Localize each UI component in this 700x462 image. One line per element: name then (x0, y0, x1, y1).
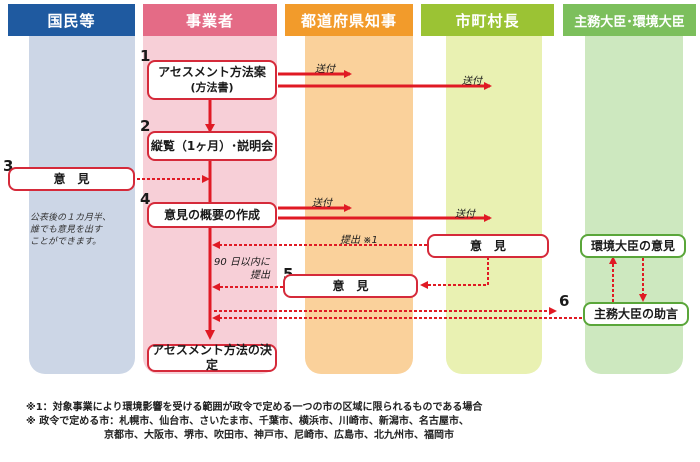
method-plan-title: アセスメント方法案 (158, 65, 266, 79)
lane-header-mayor: 市町村長 (421, 4, 554, 36)
send-label-governor-2: 送付 (312, 198, 332, 209)
step-number-2: 2 (140, 117, 151, 135)
lane-header-citizens: 国民等 (8, 4, 135, 36)
minister-advice-box: 主務大臣の助言 (583, 302, 689, 326)
governor-opinion-box: 意 見 (283, 274, 418, 298)
within-90-days-label: 90 日以内に (214, 257, 270, 268)
main-flow-arrow-1 (205, 124, 215, 133)
mayor-opinion-box: 意 見 (427, 234, 549, 258)
review-box: 縦覧（1ヶ月）･説明会 (147, 131, 277, 161)
citizens-note: 公表後の１カ月半、 誰でも意見を出す ことができます。 (30, 212, 134, 248)
method-plan-subtitle: (方法書) (190, 81, 234, 94)
footnote-3: 京都市、大阪市、堺市、吹田市、神戸市、尼崎市、広島市、北九州市、福岡市 (104, 430, 454, 441)
citizens-note-line-3: ことができます。 (30, 237, 102, 247)
submit-label: 提出 ※1 (340, 235, 378, 246)
footnote-1: ※1：対象事業により環境影響を受ける範囲が政令で定める一つの市の区域に限られるも… (26, 402, 483, 413)
citizens-note-line-2: 誰でも意見を出す (30, 225, 103, 235)
step-number-6: 6 (559, 292, 570, 310)
env-minister-opinion-box: 環境大臣の意見 (580, 234, 686, 258)
decision-box: アセスメント方法の決定 (147, 343, 277, 372)
citizens-note-line-1: 公表後の１カ月半、 (30, 213, 112, 223)
submit-label-2: 提出 (250, 270, 270, 281)
lane-header-operator: 事業者 (143, 4, 277, 36)
mayor-to-governor-arrow (420, 257, 489, 289)
footnote-2: ※ 政令で定める市：札幌市、仙台市、さいたま市、千葉市、横浜市、川崎市、新潟市、… (26, 416, 469, 427)
step-number-4: 4 (140, 190, 151, 208)
send-label-mayor-2: 送付 (455, 209, 475, 220)
lane-header-minister: 主務大臣･環境大臣 (563, 4, 696, 36)
lane-header-governor: 都道府県知事 (285, 4, 413, 36)
lane-citizens-body (29, 36, 135, 374)
main-flow-arrow-2 (205, 330, 215, 340)
send-label-governor-1: 送付 (315, 64, 335, 75)
send-label-mayor-1: 送付 (462, 76, 482, 87)
step-number-1: 1 (140, 47, 151, 65)
method-plan-box: アセスメント方法案 (方法書) (147, 60, 277, 100)
step-number-3: 3 (3, 157, 14, 175)
citizen-opinion-box: 意 見 (8, 167, 135, 191)
summary-box: 意見の概要の作成 (147, 202, 277, 228)
